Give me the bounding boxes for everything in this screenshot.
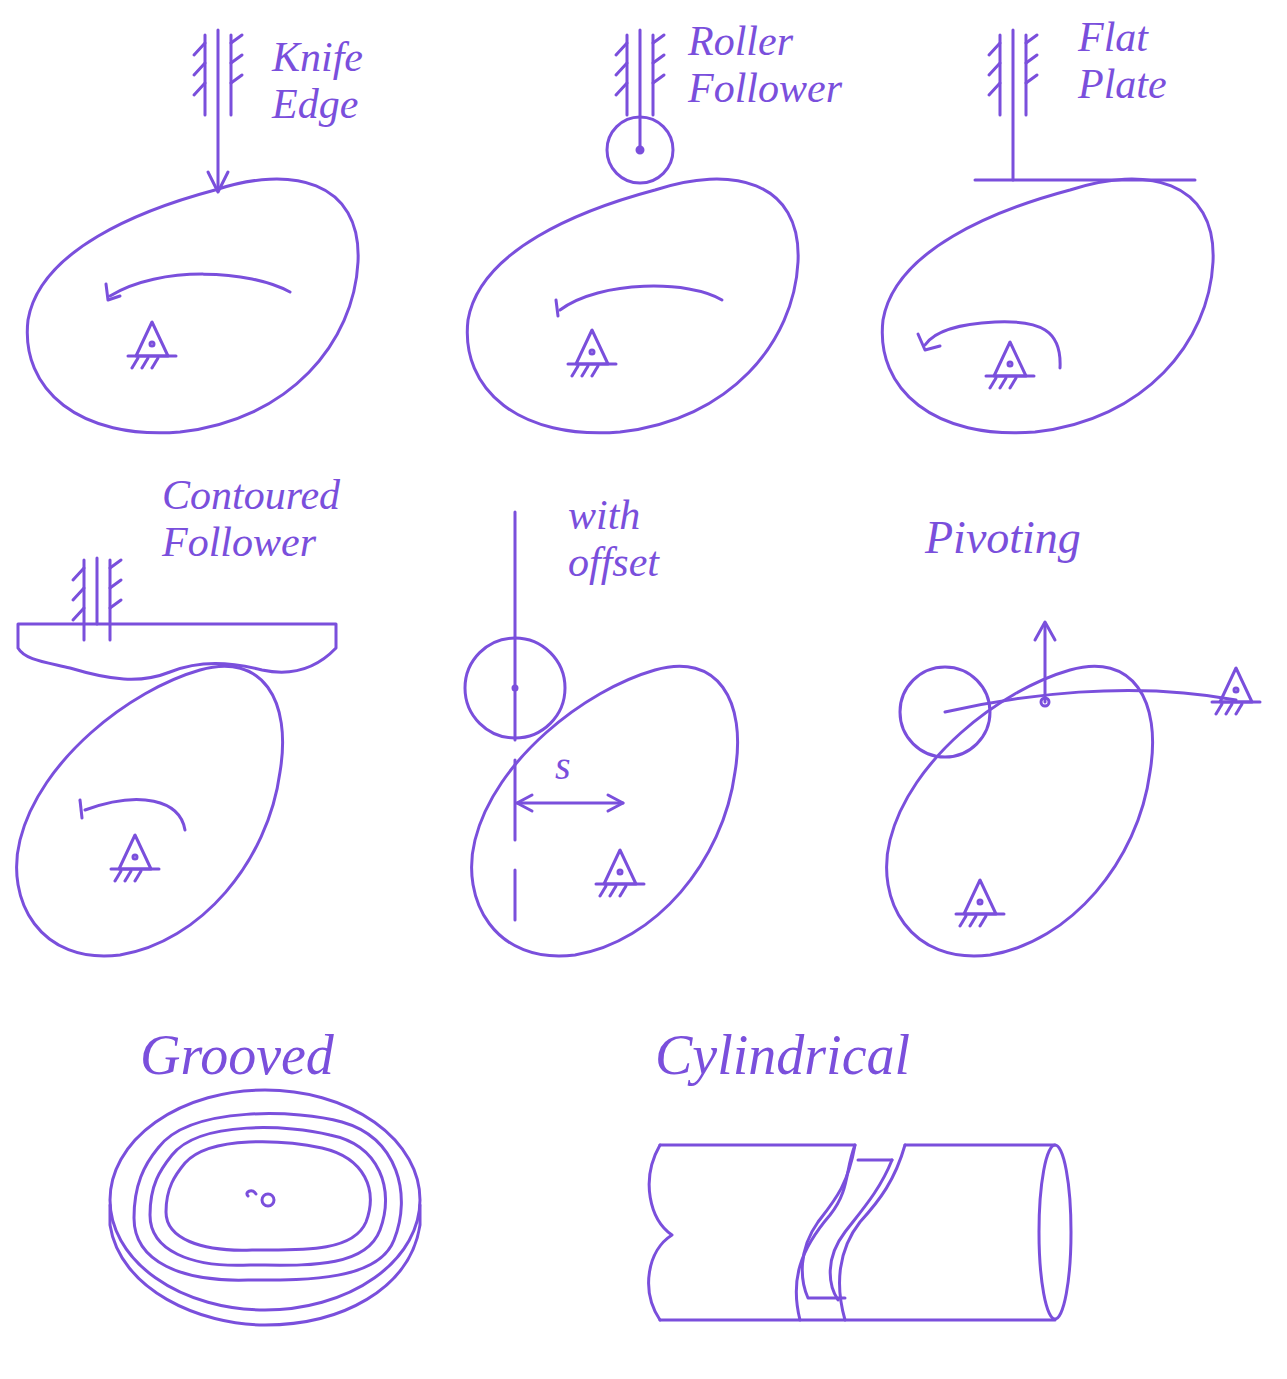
part-label: Roller Follower xyxy=(688,18,888,112)
part-label: with offset xyxy=(568,492,718,586)
part-label: Cylindrical xyxy=(655,1024,1055,1087)
part-label: Contoured Follower xyxy=(162,472,392,566)
part-label: Pivoting xyxy=(925,512,1185,564)
part-label: Knife Edge xyxy=(272,34,422,128)
part-label: Grooved xyxy=(140,1024,440,1087)
part-label: Flat Plate xyxy=(1078,14,1228,108)
part-label: s xyxy=(555,744,595,789)
